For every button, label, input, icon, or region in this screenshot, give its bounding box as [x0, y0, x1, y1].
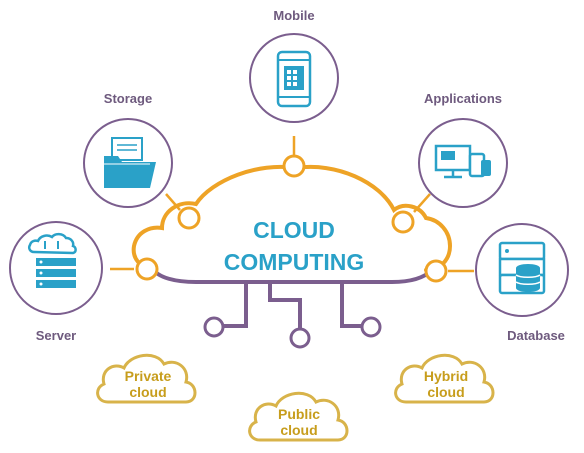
main-cloud-base [150, 266, 434, 284]
spoke-applications [413, 193, 431, 213]
connector-hybrid [340, 282, 362, 328]
connector-public [268, 282, 302, 330]
joint-database [424, 259, 448, 283]
spoke-storage [165, 193, 181, 211]
joint-applications [391, 210, 415, 234]
hybrid-cloud-line2: cloud [427, 384, 464, 400]
label-database: Database [507, 328, 565, 343]
hybrid-cloud-line1: Hybrid [424, 368, 468, 384]
smartphone-icon [276, 50, 312, 108]
joint-storage [177, 206, 201, 230]
joint-server [135, 257, 159, 281]
joint-hybrid [360, 316, 382, 338]
title-line2: COMPUTING [224, 249, 365, 275]
joint-public [289, 327, 311, 349]
joint-mobile [282, 154, 306, 178]
public-cloud: Public cloud [248, 391, 349, 442]
label-server: Server [36, 328, 76, 343]
node-mobile [249, 33, 339, 123]
label-mobile: Mobile [273, 8, 314, 23]
connector-private [224, 282, 248, 328]
label-storage: Storage [104, 91, 152, 106]
public-cloud-line1: Public [278, 406, 320, 422]
joint-private [203, 316, 225, 338]
private-cloud: Private cloud [96, 353, 197, 404]
private-cloud-line1: Private [125, 368, 172, 384]
cloud-server-icon [27, 232, 77, 288]
node-database [475, 223, 569, 317]
public-cloud-line2: cloud [280, 422, 317, 438]
folder-icon [104, 137, 156, 188]
hybrid-cloud: Hybrid cloud [394, 353, 495, 404]
title-line1: CLOUD [253, 217, 335, 243]
database-icon [498, 241, 546, 295]
node-server [9, 221, 103, 315]
private-cloud-line2: cloud [129, 384, 166, 400]
label-applications: Applications [424, 91, 502, 106]
node-applications [418, 118, 508, 208]
devices-icon [434, 144, 491, 179]
node-storage [83, 118, 173, 208]
